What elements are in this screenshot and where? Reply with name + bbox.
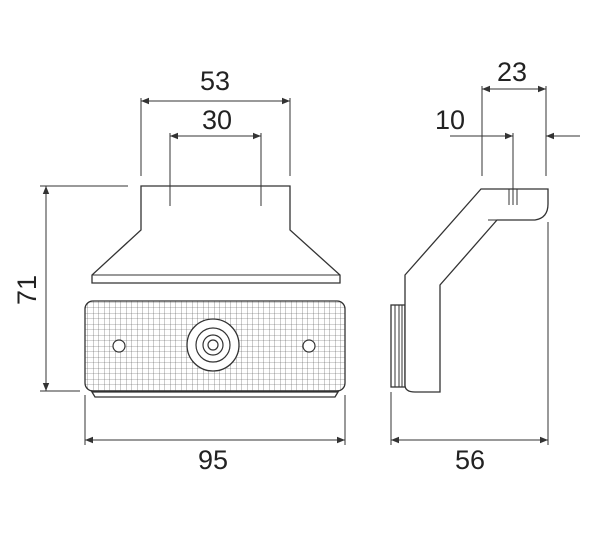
front-view bbox=[84, 185, 346, 398]
dim-23-label: 23 bbox=[497, 57, 527, 87]
dim-53: 53 bbox=[140, 66, 291, 176]
dim-30: 30 bbox=[169, 105, 262, 206]
dim-95-label: 95 bbox=[198, 445, 228, 475]
dim-10-label: 10 bbox=[435, 105, 465, 135]
dim-95: 95 bbox=[84, 395, 346, 475]
front-mount-bracket bbox=[91, 185, 341, 284]
dim-71: 71 bbox=[12, 185, 128, 392]
dim-56-label: 56 bbox=[455, 445, 485, 475]
side-bracket bbox=[404, 188, 549, 393]
dim-23: 23 bbox=[481, 57, 547, 176]
dim-10: 10 bbox=[435, 105, 580, 189]
left-hole bbox=[112, 339, 126, 353]
side-view bbox=[390, 188, 549, 393]
dim-30-label: 30 bbox=[202, 105, 232, 135]
dim-71-label: 71 bbox=[12, 275, 42, 305]
dim-56: 56 bbox=[390, 222, 549, 475]
center-light bbox=[186, 318, 240, 372]
side-lens-edge bbox=[390, 304, 406, 388]
dim-53-label: 53 bbox=[200, 66, 230, 96]
right-hole bbox=[302, 339, 316, 353]
